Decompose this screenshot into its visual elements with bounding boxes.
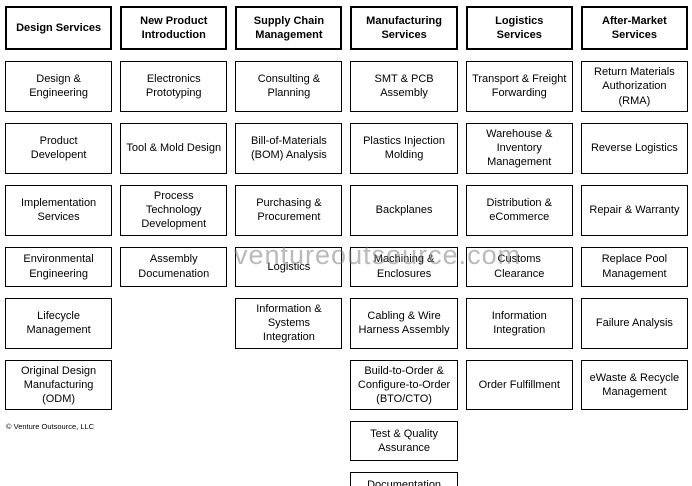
column-header-logistics-services: Logistics Services [465,6,573,50]
service-box-logistics: Logistics [235,246,343,287]
service-box-reverse-logistics: Reverse Logistics [580,122,688,174]
service-box-transport-freight-forwarding: Transport & Freight Forwarding [465,61,573,112]
service-box-replace-pool-management: Replace Pool Management [580,246,688,287]
service-box-failure-analysis: Failure Analysis [580,297,688,349]
service-box-lifecycle-management: Lifecycle Management [5,297,113,349]
service-box-product-developent: Product Developent [5,122,113,174]
services-grid: © Venture Outsource, LLC Design Services… [5,6,688,486]
column-header-manufacturing-services: Manufacturing Services [350,6,458,50]
column-header-design-services: Design Services [5,6,113,50]
service-box-ewaste-recycle-management: eWaste & Recycle Management [580,359,688,411]
service-box-customs-clearance: Customs Clearance [465,246,573,287]
column-header-supply-chain-management: Supply Chain Management [235,6,343,50]
service-box-design-engineering: Design & Engineering [5,61,113,112]
service-box-return-materials-authorization-rma: Return Materials Authorization (RMA) [580,61,688,112]
service-box-distribution-ecommerce: Distribution & eCommerce [465,184,573,236]
copyright-notice: © Venture Outsource, LLC [6,422,95,432]
service-box-plastics-injection-molding: Plastics Injection Molding [350,122,458,174]
service-box-environmental-engineering: Environmental Engineering [5,246,113,287]
service-box-smt-pcb-assembly: SMT & PCB Assembly [350,61,458,112]
service-box-consulting-planning: Consulting & Planning [235,61,343,112]
service-box-machining-enclosures: Machining & Enclosures [350,246,458,287]
service-box-information-systems-integration: Information & Systems Integration [235,297,343,349]
service-box-tool-mold-design: Tool & Mold Design [120,122,228,174]
column-header-new-product-introduction: New Product Introduction [120,6,228,50]
service-box-documentation-packaging: Documentation Packaging [350,472,458,486]
service-box-information-integration: Information Integration [465,297,573,349]
service-box-electronics-prototyping: Electronics Prototyping [120,61,228,112]
column-header-after-market-services: After-Market Services [580,6,688,50]
service-box-repair-warranty: Repair & Warranty [580,184,688,236]
service-box-warehouse-inventory-management: Warehouse & Inventory Management [465,122,573,174]
service-box-assembly-documenation: Assembly Documenation [120,246,228,287]
service-box-purchasing-procurement: Purchasing & Procurement [235,184,343,236]
service-box-backplanes: Backplanes [350,184,458,236]
service-box-process-technology-development: Process Technology Development [120,184,228,236]
service-box-build-to-order-configure-to-order-bto-cto: Build-to-Order & Configure-to-Order (BTO… [350,359,458,411]
service-box-order-fulfillment: Order Fulfillment [465,359,573,411]
service-box-cabling-wire-harness-assembly: Cabling & Wire Harness Assembly [350,297,458,349]
service-box-implementation-services: Implementation Services [5,184,113,236]
service-box-original-design-manufacturing-odm: Original Design Manufacturing (ODM) [5,359,113,411]
service-box-test-quality-assurance: Test & Quality Assurance [350,421,458,462]
service-box-bill-of-materials-bom-analysis: Bill-of-Materials (BOM) Analysis [235,122,343,174]
